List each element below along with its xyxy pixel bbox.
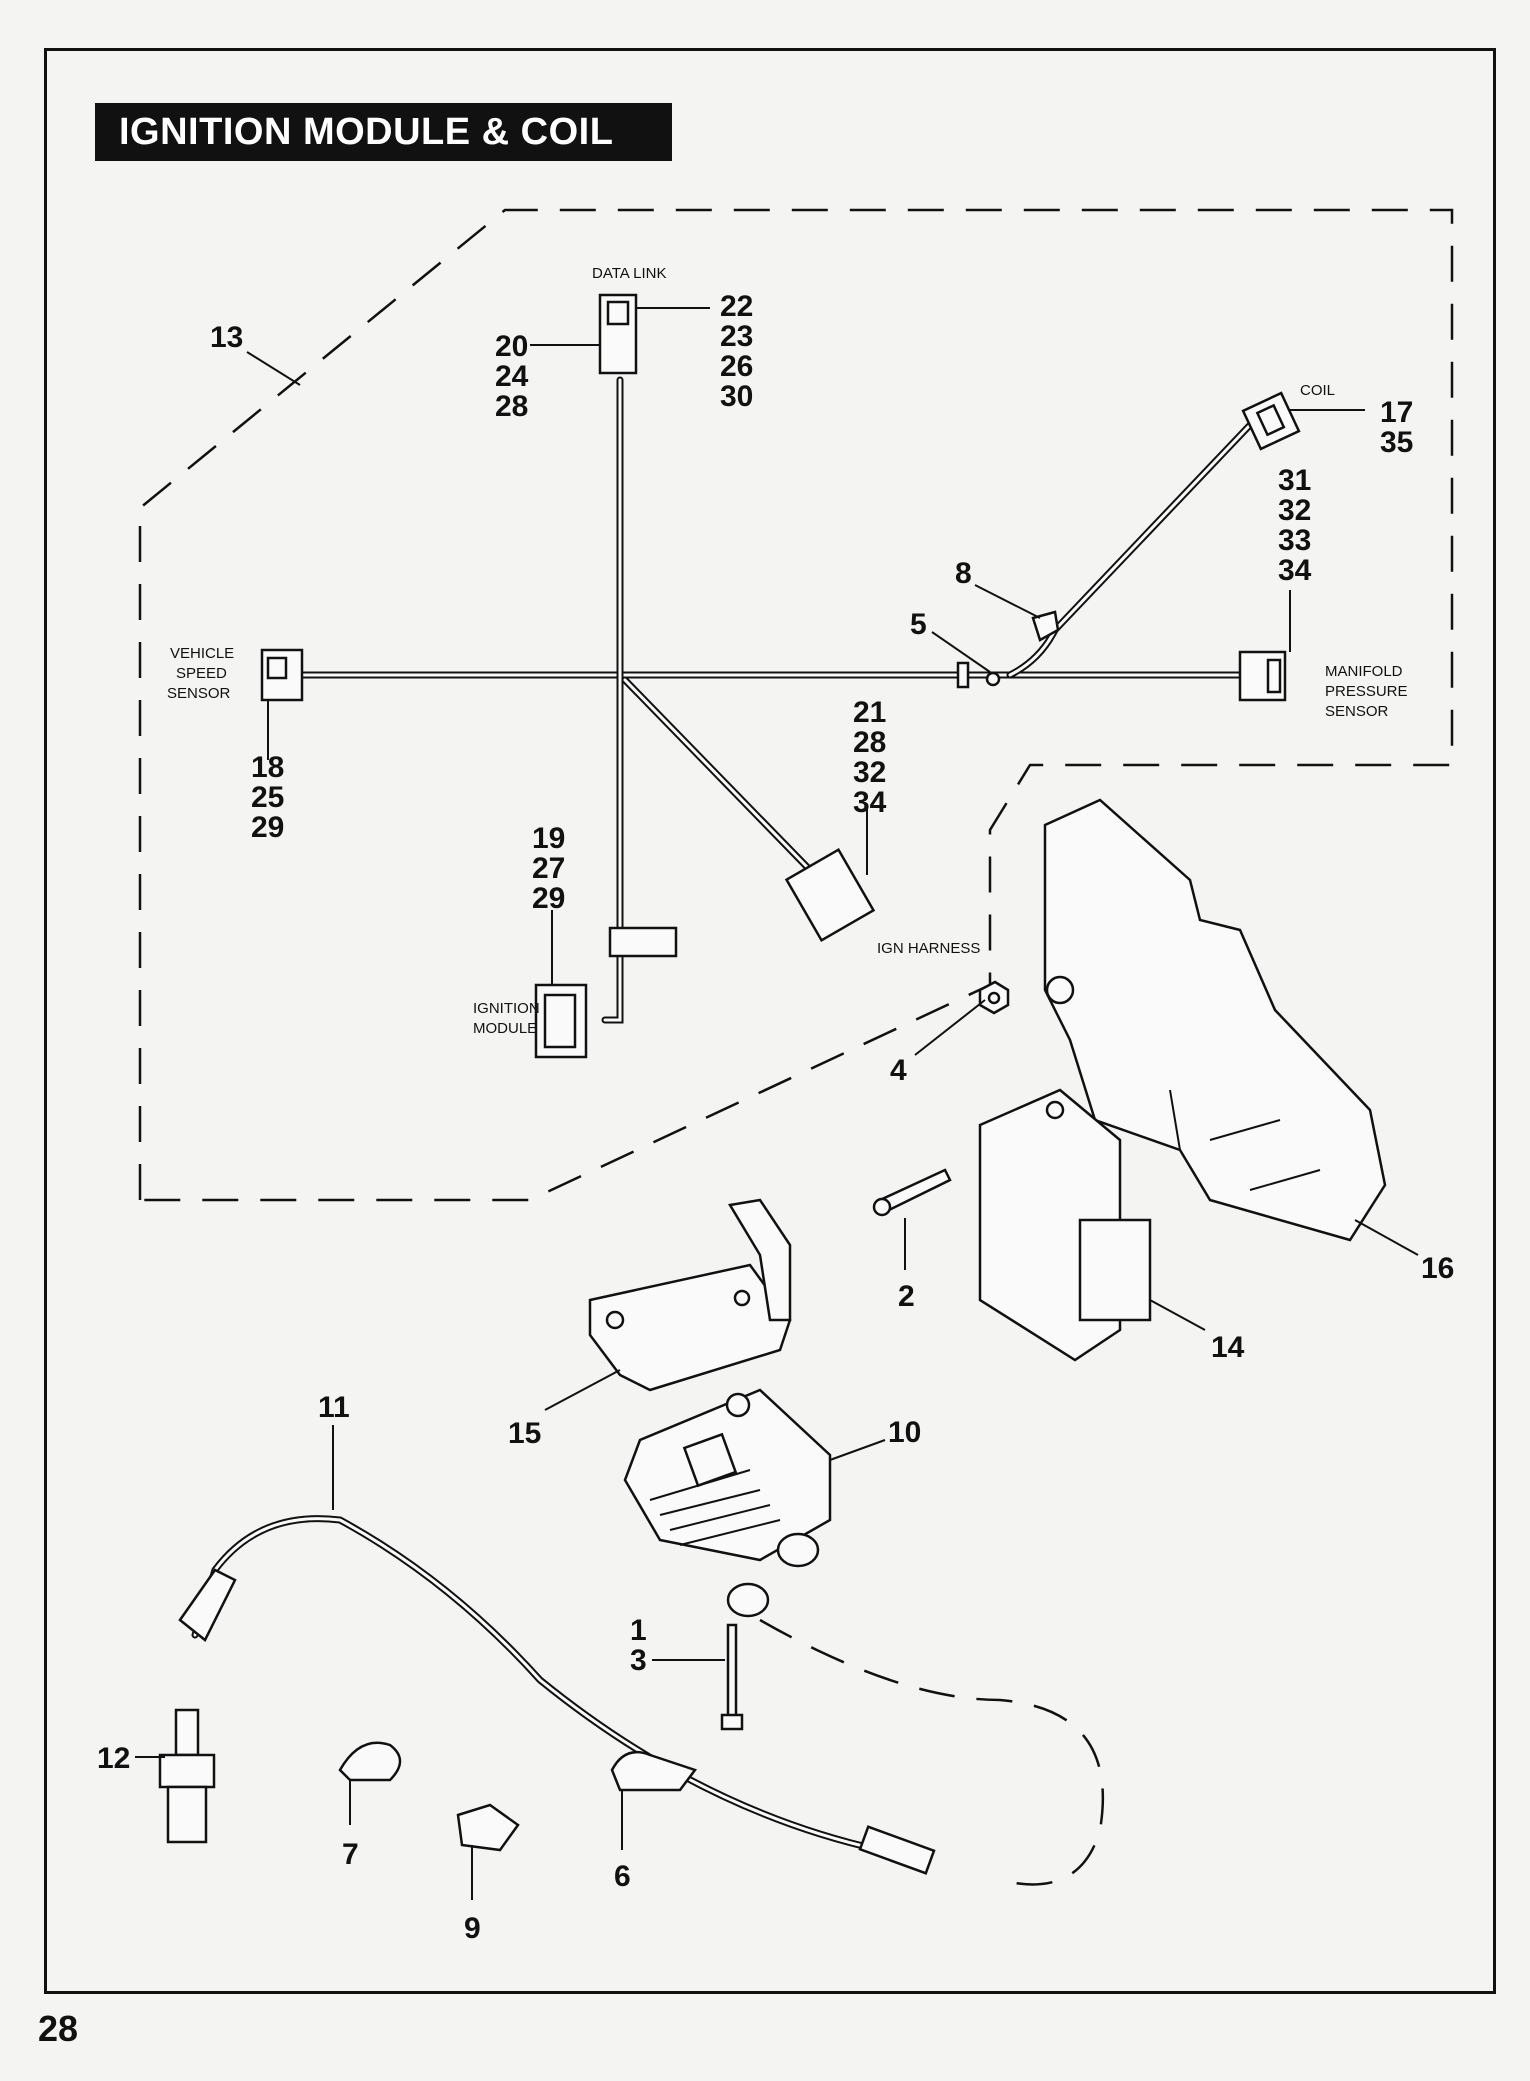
map-sensor-label-line-1: MANIFOLD	[1325, 663, 1403, 680]
clip-7-icon	[338, 1741, 402, 1782]
callout-2: 2	[898, 1280, 915, 1313]
callout-21: 21	[853, 696, 886, 729]
callout-29-speed: 29	[251, 811, 284, 844]
ignition-coil	[623, 1388, 832, 1618]
spark-plug	[158, 1708, 216, 1844]
callout-24: 24	[495, 360, 529, 393]
callout-25: 25	[251, 781, 284, 814]
callout-12: 12	[97, 1742, 130, 1775]
clip-9-icon	[456, 1803, 520, 1852]
callout-30: 30	[720, 380, 753, 413]
ignition-module-connector	[534, 983, 588, 1059]
leader-lines	[135, 307, 1419, 1900]
harness-boundary	[138, 208, 1454, 1202]
coil-label: COIL	[1300, 382, 1335, 399]
callout-1: 1	[630, 1614, 647, 1647]
speed-sensor-label-line-1: VEHICLE	[170, 645, 234, 662]
wiring-harness	[296, 376, 1254, 1024]
callout-17: 17	[1380, 396, 1413, 429]
callout-22: 22	[720, 290, 753, 323]
nut-icon	[978, 980, 1010, 1015]
page-title: IGNITION MODULE & COIL	[95, 103, 672, 161]
clip-icon	[985, 671, 1001, 687]
callout-35: 35	[1380, 426, 1413, 459]
speed-sensor-connector	[260, 648, 304, 702]
spark-plug-wire	[178, 1515, 1105, 1886]
map-sensor-label-line-2: PRESSURE	[1325, 683, 1408, 700]
ignition-module	[978, 1088, 1152, 1362]
callout-29-module: 29	[532, 882, 565, 915]
speed-sensor-label-line-3: SENSOR	[167, 685, 231, 702]
callout-6: 6	[614, 1860, 631, 1893]
callout-11: 11	[318, 1391, 350, 1424]
callout-13: 13	[210, 321, 243, 354]
callout-10: 10	[888, 1416, 921, 1449]
callout-32-ign: 32	[853, 756, 886, 789]
callout-14: 14	[1211, 1331, 1245, 1364]
speed-sensor-label-line-2: SPEED	[176, 665, 227, 682]
callout-26: 26	[720, 350, 753, 383]
callout-16: 16	[1421, 1252, 1454, 1285]
callout-32-map: 32	[1278, 494, 1311, 527]
map-sensor-label-line-3: SENSOR	[1325, 703, 1389, 720]
data-link-connector	[598, 293, 638, 375]
clip-6-icon	[610, 1750, 698, 1792]
callout-34-ign: 34	[853, 786, 887, 819]
page-frame	[44, 48, 1496, 1994]
ignition-module-label-line-1: IGNITION	[473, 1000, 540, 1017]
callout-4: 4	[890, 1054, 907, 1087]
ignition-module-label-line-2: MODULE	[473, 1020, 537, 1037]
callout-27: 27	[532, 852, 565, 885]
callout-28-data-link: 28	[495, 390, 528, 423]
bolt-icon	[720, 1623, 744, 1731]
callout-9: 9	[464, 1912, 481, 1945]
callout-23: 23	[720, 320, 753, 353]
callout-19: 19	[532, 822, 565, 855]
callout-8: 8	[955, 557, 972, 590]
callout-34-map: 34	[1278, 554, 1312, 587]
map-sensor-connector	[1238, 650, 1287, 702]
ign-harness-connector	[784, 847, 876, 943]
page-number: 28	[38, 2008, 79, 2049]
data-link-label: DATA LINK	[592, 265, 666, 282]
coil-bracket	[588, 1198, 792, 1392]
callout-15: 15	[508, 1417, 541, 1450]
screw-icon	[872, 1168, 952, 1217]
callout-7: 7	[342, 1838, 359, 1871]
callout-3: 3	[630, 1644, 647, 1677]
callout-31: 31	[1278, 464, 1311, 497]
ign-harness-label: IGN HARNESS	[877, 940, 980, 957]
coil-connector	[1241, 391, 1301, 451]
bracket-housing	[1043, 798, 1387, 1242]
callout-33: 33	[1278, 524, 1311, 557]
cable-strap-icon	[1031, 610, 1060, 642]
callout-20: 20	[495, 330, 528, 363]
callout-5: 5	[910, 608, 927, 641]
callout-18: 18	[251, 751, 284, 784]
callout-28-ign: 28	[853, 726, 886, 759]
